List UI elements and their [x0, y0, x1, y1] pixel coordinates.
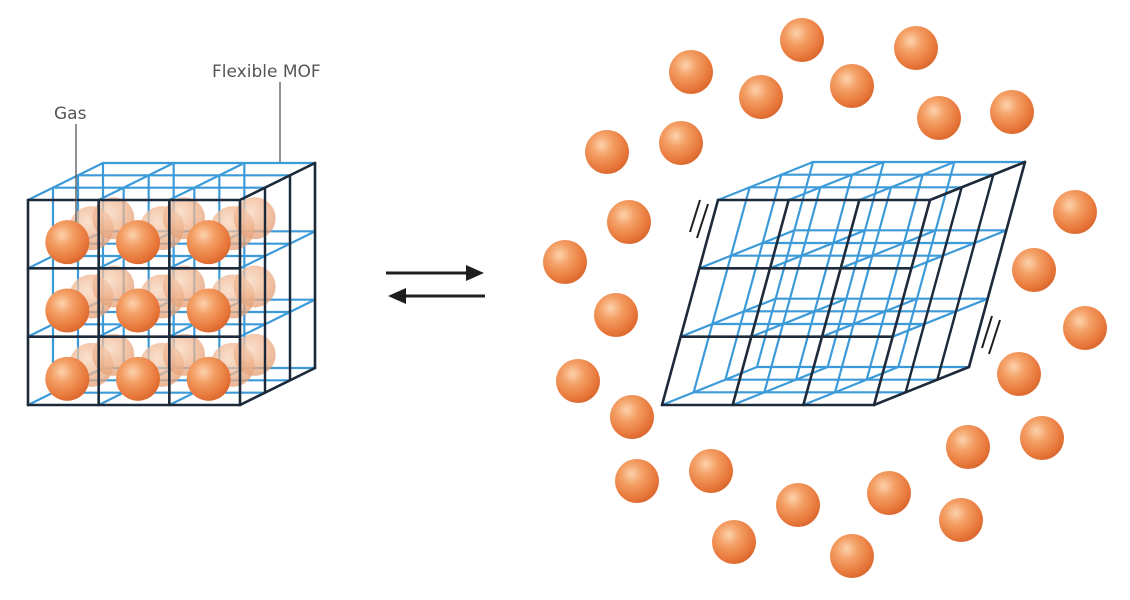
lattice-bar	[787, 160, 885, 202]
gas-molecule	[186, 220, 231, 265]
lattice-bar	[872, 365, 971, 407]
sheared-front-grid	[660, 160, 1027, 407]
gas-molecule	[739, 75, 783, 119]
lattice-bar	[936, 173, 995, 381]
lattice-bar	[826, 160, 885, 369]
gas-molecule	[45, 220, 90, 265]
lattice-bar	[928, 160, 1027, 202]
gas-molecule	[116, 356, 160, 401]
gas-molecule	[1012, 248, 1056, 292]
gas-molecule	[45, 356, 90, 401]
gas-molecules-adsorbed	[45, 220, 231, 401]
gas-molecule	[659, 121, 703, 165]
lattice-bar	[763, 186, 822, 394]
lattice-bar	[833, 186, 893, 394]
gas-molecule	[830, 534, 874, 578]
gas-molecule	[830, 64, 874, 108]
gas-molecule	[556, 359, 600, 403]
sheared-back-lattice	[660, 160, 1027, 407]
lattice-bar	[872, 198, 932, 407]
gas-molecule	[116, 220, 160, 265]
gas-molecule	[669, 50, 713, 94]
lattice-bar	[724, 173, 783, 381]
gas-molecule	[946, 425, 990, 469]
lattice-bar	[168, 161, 246, 202]
gas-molecule	[116, 288, 160, 333]
lattice-bar	[238, 366, 317, 407]
gas-molecule	[186, 288, 231, 333]
lattice-bar	[660, 198, 720, 407]
gas-molecule	[997, 352, 1041, 396]
lattice-bar	[716, 160, 815, 202]
lattice-bar	[794, 173, 854, 381]
lattice-bar	[910, 229, 1008, 270]
flexible-mof-label: Flexible MOF	[212, 62, 321, 82]
lattice-bar	[692, 186, 751, 394]
gas-label: Gas	[54, 104, 87, 124]
lattice-bar	[755, 160, 815, 369]
lattice-bar	[238, 161, 317, 202]
equilibrium-arrows-icon	[386, 265, 485, 304]
lattice-bar	[26, 161, 105, 202]
gas-molecule	[712, 520, 756, 564]
lattice-bar	[891, 297, 989, 338]
framework-front-grid-overlay	[27, 199, 241, 406]
gas-molecule	[894, 26, 938, 70]
gas-molecule	[776, 483, 820, 527]
gas-molecule	[867, 471, 911, 515]
gas-molecule	[45, 288, 90, 333]
lattice-bar	[967, 160, 1027, 369]
framework-side-lattice	[238, 161, 317, 407]
lattice-bar	[731, 198, 790, 407]
gas-molecules-interior	[69, 197, 276, 387]
free-gas-molecules	[543, 18, 1107, 578]
gas-molecule	[990, 90, 1034, 134]
gas-molecule	[594, 293, 638, 337]
lattice-bar	[904, 186, 963, 394]
lattice-bar	[802, 198, 861, 407]
gas-molecule	[1053, 190, 1097, 234]
lattice-bar	[858, 160, 956, 202]
loaded-mof-framework	[26, 161, 317, 407]
gas-molecule	[1020, 416, 1064, 460]
gas-molecule	[917, 96, 961, 140]
lattice-bar	[897, 160, 956, 369]
vibration-marks-icon	[689, 199, 1001, 355]
gas-molecule	[939, 498, 983, 542]
gas-molecule	[610, 395, 654, 439]
gas-molecule	[186, 356, 231, 401]
gas-molecule	[607, 200, 651, 244]
gas-molecule	[689, 449, 733, 493]
lattice-bar	[238, 298, 317, 338]
empty-flexible-mof-framework	[660, 160, 1027, 407]
gas-molecule	[585, 130, 629, 174]
gas-molecule	[1063, 306, 1107, 350]
lattice-bar	[238, 230, 317, 270]
gas-molecule	[780, 18, 824, 62]
lattice-bar	[97, 161, 175, 202]
lattice-bar	[865, 173, 924, 381]
gas-molecule	[543, 240, 587, 284]
gas-molecule	[615, 459, 659, 503]
